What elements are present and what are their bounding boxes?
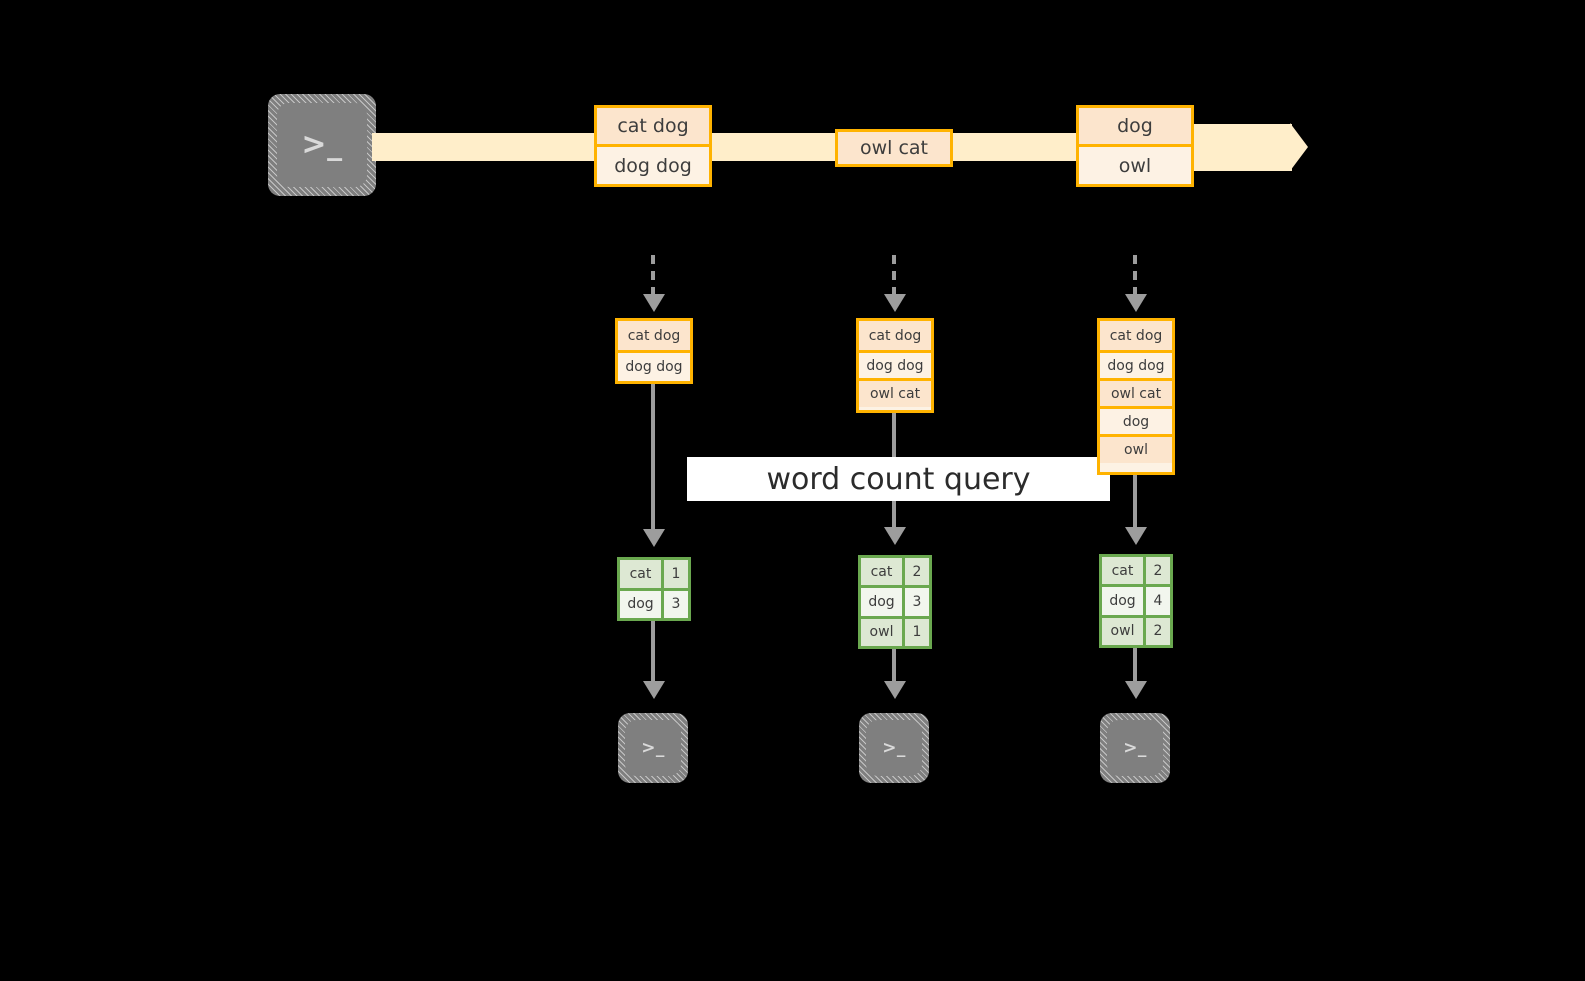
snapshot-2-sink-arrowhead [884, 681, 906, 699]
input-line: owl [1100, 434, 1172, 463]
snapshot-3-input-stack: cat dog dog dog owl cat dog owl [1097, 318, 1175, 475]
snapshot-3-query-arrowhead [1125, 527, 1147, 545]
snapshot-3-query-line [1133, 475, 1137, 530]
stream-line: dog [1079, 108, 1191, 144]
terminal-prompt-glyph: >_ [1123, 737, 1147, 758]
input-line: cat dog [618, 321, 690, 350]
stream-group-2: owl cat [835, 129, 953, 167]
word-count-query-banner: word count query [687, 457, 1110, 501]
source-terminal-icon: >_ [268, 94, 376, 196]
table-row: cat 1 [620, 560, 688, 588]
result-word: cat [1102, 557, 1146, 585]
result-word: cat [620, 560, 664, 588]
terminal-inner [866, 720, 922, 776]
table-row: cat 2 [1102, 557, 1170, 585]
snapshot-2-sink-terminal-icon: >_ [859, 713, 929, 783]
input-line: dog dog [1100, 350, 1172, 378]
stream-bar-thick [1180, 124, 1292, 171]
result-count: 3 [664, 590, 688, 618]
input-line: dog [1100, 406, 1172, 434]
stream-line: dog dog [597, 144, 709, 184]
input-line: owl cat [859, 378, 931, 407]
terminal-inner [625, 720, 681, 776]
snapshot-2-query-arrowhead [884, 527, 906, 545]
input-line: dog dog [618, 350, 690, 381]
snapshot-2-result-table: cat 2 dog 3 owl 1 [858, 555, 932, 649]
snapshot-2-tap-arrowhead [884, 294, 906, 312]
snapshot-3-result-table: cat 2 dog 4 owl 2 [1099, 554, 1173, 648]
result-word: dog [861, 588, 905, 616]
snapshot-1-query-line [651, 384, 655, 532]
result-word: owl [1102, 617, 1146, 645]
snapshot-2-sink-line [892, 649, 896, 683]
result-count: 2 [1146, 617, 1170, 645]
table-row: dog 4 [1102, 584, 1170, 615]
input-line: dog dog [859, 350, 931, 378]
result-count: 1 [664, 560, 688, 588]
terminal-inner [1107, 720, 1163, 776]
snapshot-1-sink-arrowhead [643, 681, 665, 699]
terminal-prompt-glyph: >_ [641, 737, 665, 758]
result-count: 3 [905, 588, 929, 616]
table-row: dog 3 [620, 587, 688, 618]
table-row: dog 3 [861, 585, 929, 616]
result-count: 2 [1146, 557, 1170, 585]
stream-group-1: cat dog dog dog [594, 105, 712, 187]
table-row: owl 1 [861, 615, 929, 646]
stream-line: owl cat [838, 132, 950, 164]
result-word: dog [1102, 587, 1146, 615]
snapshot-1-tap-line [651, 255, 655, 297]
table-row: cat 2 [861, 558, 929, 586]
snapshot-3-tap-arrowhead [1125, 294, 1147, 312]
result-word: dog [620, 590, 664, 618]
snapshot-1-query-arrowhead [643, 529, 665, 547]
input-line: owl cat [1100, 378, 1172, 406]
stream-line: owl [1079, 144, 1191, 184]
snapshot-3-sink-line [1133, 648, 1137, 683]
terminal-inner [277, 103, 367, 187]
table-row: owl 2 [1102, 614, 1170, 645]
snapshot-3-sink-arrowhead [1125, 681, 1147, 699]
stream-arrowhead [1290, 123, 1308, 171]
result-count: 2 [905, 558, 929, 586]
stream-group-3: dog owl [1076, 105, 1194, 187]
snapshot-2-input-stack: cat dog dog dog owl cat [856, 318, 934, 413]
result-count: 1 [905, 618, 929, 646]
terminal-prompt-glyph: >_ [882, 737, 906, 758]
snapshot-3-tap-line [1133, 255, 1137, 297]
snapshot-1-sink-terminal-icon: >_ [618, 713, 688, 783]
result-word: cat [861, 558, 905, 586]
result-word: owl [861, 618, 905, 646]
snapshot-1-input-stack: cat dog dog dog [615, 318, 693, 384]
input-line: cat dog [1100, 321, 1172, 350]
snapshot-1-sink-line [651, 621, 655, 683]
snapshot-1-tap-arrowhead [643, 294, 665, 312]
input-line: cat dog [859, 321, 931, 350]
snapshot-3-sink-terminal-icon: >_ [1100, 713, 1170, 783]
terminal-prompt-glyph: >_ [301, 127, 343, 162]
snapshot-2-tap-line [892, 255, 896, 297]
stream-line: cat dog [597, 108, 709, 144]
snapshot-1-result-table: cat 1 dog 3 [617, 557, 691, 621]
result-count: 4 [1146, 587, 1170, 615]
